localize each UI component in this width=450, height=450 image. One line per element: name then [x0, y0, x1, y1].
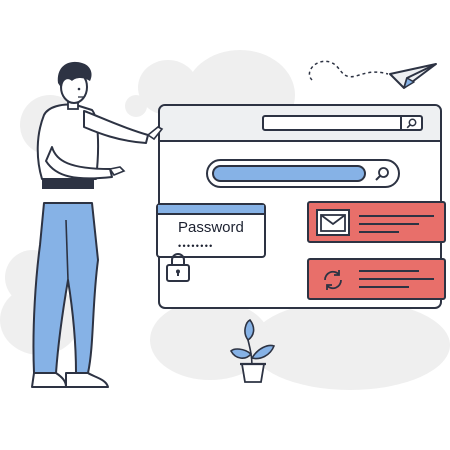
person-figure	[31, 61, 164, 388]
lock-icon	[166, 253, 190, 282]
password-label: Password	[178, 219, 244, 236]
password-card[interactable]: Password ••••••••	[156, 203, 266, 258]
refresh-icon	[316, 266, 350, 293]
card-text-line	[359, 278, 434, 280]
search-icon[interactable]	[400, 117, 420, 129]
email-card[interactable]	[307, 201, 446, 243]
browser-titlebar	[160, 106, 440, 142]
card-text-line	[359, 215, 434, 217]
password-card-header	[158, 205, 264, 215]
card-text-line	[359, 223, 419, 225]
password-masked-value[interactable]: ••••••••	[178, 241, 214, 251]
url-bar[interactable]	[262, 115, 423, 131]
card-text-line	[359, 231, 399, 233]
card-text-line	[359, 270, 419, 272]
card-text-line	[359, 286, 409, 288]
search-field[interactable]	[206, 159, 400, 188]
background-cloud	[125, 95, 147, 117]
sync-card[interactable]	[307, 258, 446, 300]
envelope-icon	[316, 209, 350, 236]
potted-plant-icon	[230, 318, 276, 383]
paper-plane-icon	[308, 60, 437, 89]
background-cloud	[250, 300, 450, 390]
search-input[interactable]	[212, 165, 366, 182]
search-icon[interactable]	[372, 164, 392, 184]
